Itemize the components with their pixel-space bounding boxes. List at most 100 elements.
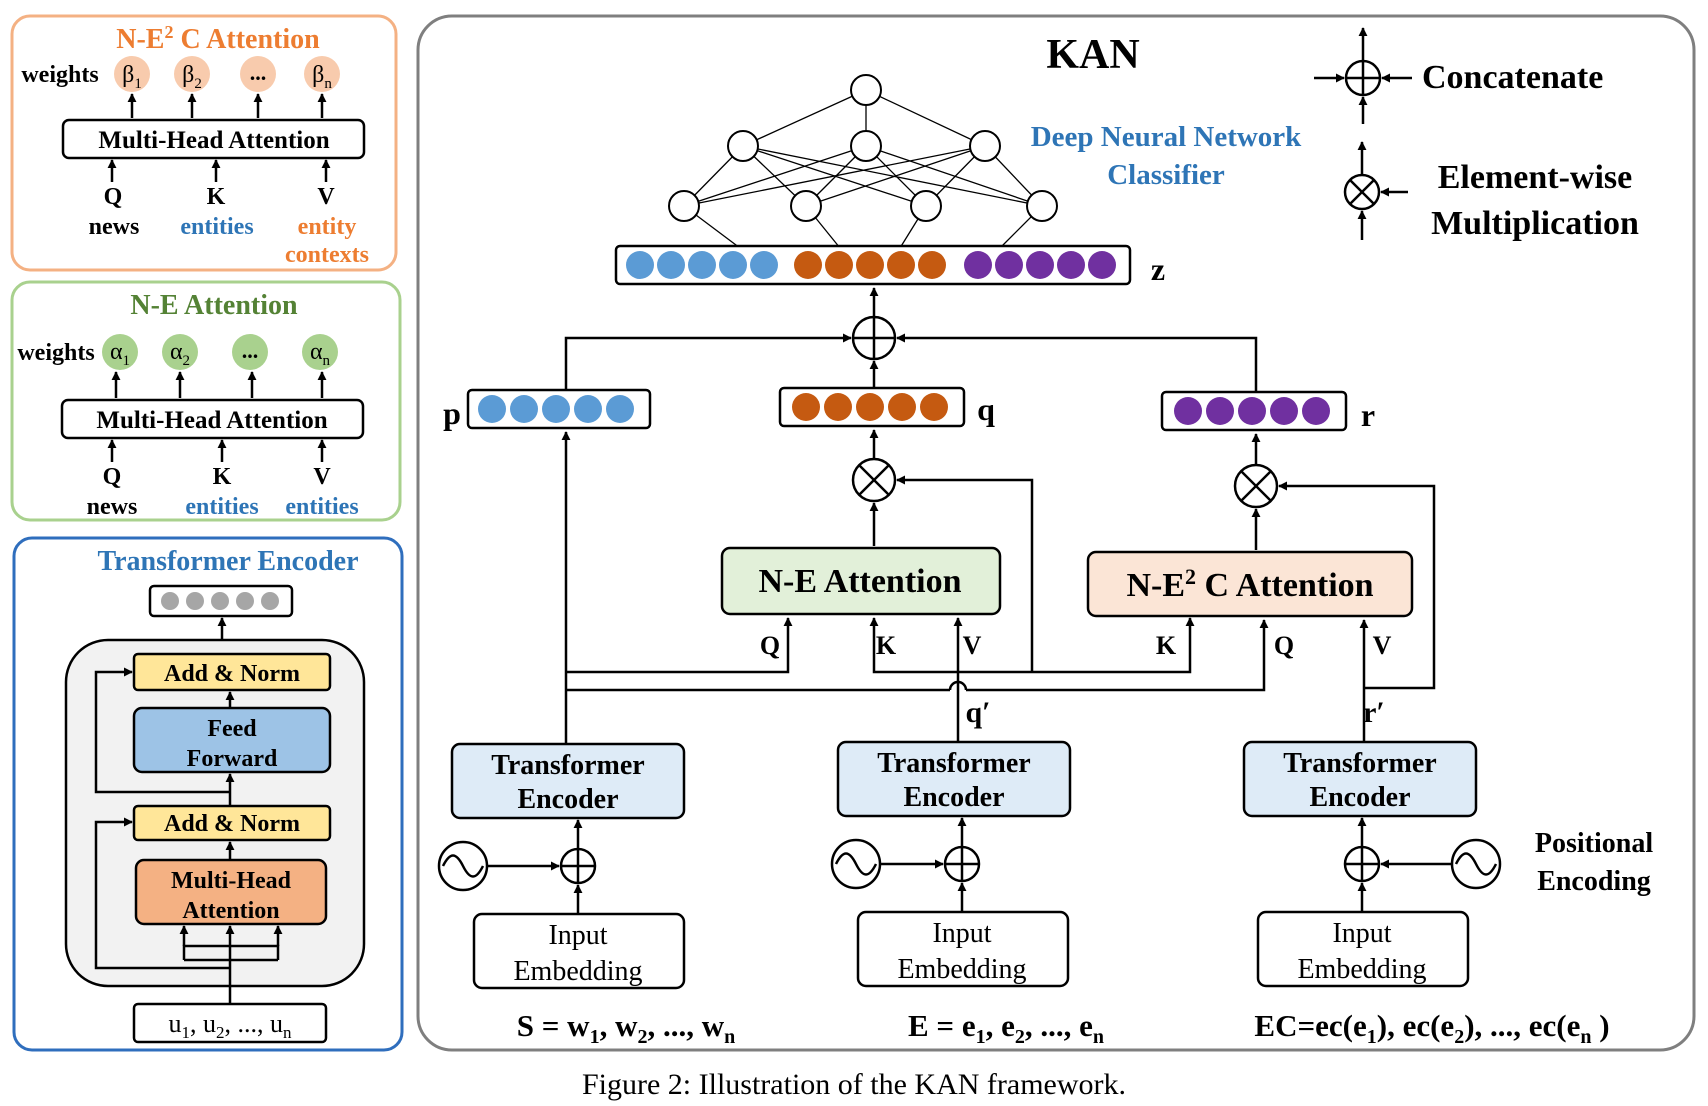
legend-concatenate: Concatenate [1422, 59, 1603, 96]
input-embedding-box [856, 910, 1070, 988]
weight-alpha-n: αn [310, 339, 331, 369]
ne-attention-panel: N-E Attention weights α1 α2 ... αn Multi… [10, 280, 402, 522]
z-vector: z [614, 244, 1165, 287]
k-source-entities: entities [180, 214, 253, 240]
positional-encoding-label: Positional [1535, 828, 1653, 859]
dnn-node [727, 130, 759, 162]
r-vector: r [1160, 390, 1375, 433]
add-norm-label: Add & Norm [164, 661, 300, 687]
add-norm-label: Add & Norm [164, 811, 300, 837]
ne-v-label: V [963, 631, 982, 660]
q-label: Q [103, 464, 122, 490]
input-embedding-label: Input [1332, 918, 1391, 949]
encoder-label-2: Encoder [1309, 782, 1410, 813]
weight-bubble [114, 56, 150, 92]
transformer-encoder-box [1242, 740, 1478, 818]
kan-main-panel: KAN Concatenate Element-wise Multiplicat… [416, 14, 1696, 1052]
encoder-label: Transformer [877, 748, 1030, 779]
v-source-contexts: contexts [285, 242, 369, 268]
q-vector: q [778, 386, 995, 428]
v-label: V [313, 464, 331, 490]
multi-head-attention-box [60, 398, 365, 440]
weights-label: weights [21, 62, 98, 88]
q-source-news: news [89, 214, 140, 240]
ne-panel-title: N-E Attention [130, 290, 298, 321]
weight-beta-1: β1 [122, 62, 142, 92]
encoder-label-2: Encoder [903, 782, 1004, 813]
multi-head-attention-label: Multi-Head Attention [98, 127, 329, 154]
legend: Concatenate Element-wise Multiplication [1314, 27, 1639, 242]
weight-alpha-2: α2 [170, 339, 190, 369]
weight-bubble [162, 334, 198, 370]
dnn-label-2: Classifier [1107, 159, 1225, 191]
add-norm-box [132, 804, 332, 842]
dnn-node [668, 190, 700, 222]
figure-caption: Figure 2: Illustration of the KAN framew… [582, 1068, 1126, 1101]
beta-weights: β1 β2 ... βn [114, 56, 340, 92]
feed-forward-label: Feed [207, 716, 257, 742]
v-source-entity: entity [298, 214, 357, 240]
ne2c-panel-title: N-E2 C Attention [116, 22, 320, 55]
dnn-classifier: Deep Neural Network Classifier [668, 74, 1302, 249]
weight-bubble [174, 56, 210, 92]
weight-bubble [302, 334, 338, 370]
weight-bubble [304, 56, 340, 92]
multi-head-attention-box [61, 118, 366, 160]
dnn-node [969, 130, 1001, 162]
alpha-weights: α1 α2 ... αn [102, 334, 338, 370]
p-label: p [443, 395, 461, 431]
input-embedding-label-2: Embedding [513, 956, 642, 987]
dnn-node [910, 190, 942, 222]
encoder-input-sequence: u1, u2, ..., un [169, 1009, 293, 1042]
z-label: z [1151, 251, 1165, 287]
ne2c-attention-panel: N-E2 C Attention weights β1 β2 ... βn Mu… [10, 14, 398, 272]
ne2c-v-label: V [1373, 631, 1392, 660]
sequence-e: E = e1, e2, ..., en [908, 1008, 1104, 1048]
multi-head-attention-label: Multi-Head Attention [96, 407, 327, 434]
p-vector: p [443, 388, 652, 431]
r-prime-label: r′ [1363, 696, 1385, 729]
transformer-encoder-box [836, 740, 1072, 818]
q-source-news: news [87, 494, 138, 520]
kan-title: KAN [1046, 32, 1139, 78]
weights-label: weights [17, 340, 94, 366]
weight-bubble [102, 334, 138, 370]
input-embedding-box [472, 912, 686, 990]
dnn-label: Deep Neural Network [1031, 121, 1302, 153]
sequence-s: S = w1, w2, ..., wn [517, 1008, 735, 1048]
weight-bubble [240, 56, 276, 92]
multi-head-attention-label-2: Attention [182, 898, 279, 924]
legend-element-wise: Element-wise [1438, 159, 1633, 196]
ne-q-label: Q [760, 631, 780, 660]
q-output-label: q [977, 391, 995, 427]
ne-attention-label: N-E Attention [758, 563, 961, 600]
ne2c-k-label: K [1156, 631, 1177, 660]
dnn-node [850, 130, 882, 162]
v-source-entities: entities [285, 494, 358, 520]
weight-ellipsis: ... [242, 338, 259, 363]
encoder-input-box [132, 1002, 328, 1044]
k-source-entities: entities [185, 494, 258, 520]
input-embedding-label: Input [548, 920, 607, 951]
ne2c-attention-box [1086, 550, 1414, 618]
feed-forward-label-2: Forward [187, 746, 278, 772]
feed-forward-box [132, 706, 332, 774]
weight-beta-2: β2 [182, 62, 202, 92]
weight-alpha-1: α1 [110, 339, 130, 369]
encoder-panel-title: Transformer Encoder [97, 546, 358, 577]
weight-ellipsis: ... [250, 60, 267, 85]
ne2c-q-label: Q [1274, 631, 1294, 660]
weight-beta-n: βn [312, 62, 332, 92]
encoder-label: Transformer [491, 750, 644, 781]
input-embedding-label-2: Embedding [897, 954, 1026, 985]
legend-multiplication: Multiplication [1431, 205, 1639, 242]
multi-head-attention-label: Multi-Head [171, 868, 292, 894]
sequence-ec: EC=ec(e1), ec(e2), ..., ec(en ) [1254, 1008, 1609, 1048]
transformer-encoder-panel: Transformer Encoder Add & Norm Feed Forw… [12, 536, 404, 1052]
r-output-label: r [1361, 397, 1375, 433]
dnn-node [1026, 190, 1058, 222]
v-label: V [317, 184, 335, 210]
add-norm-box [132, 652, 332, 692]
k-label: K [207, 184, 226, 210]
